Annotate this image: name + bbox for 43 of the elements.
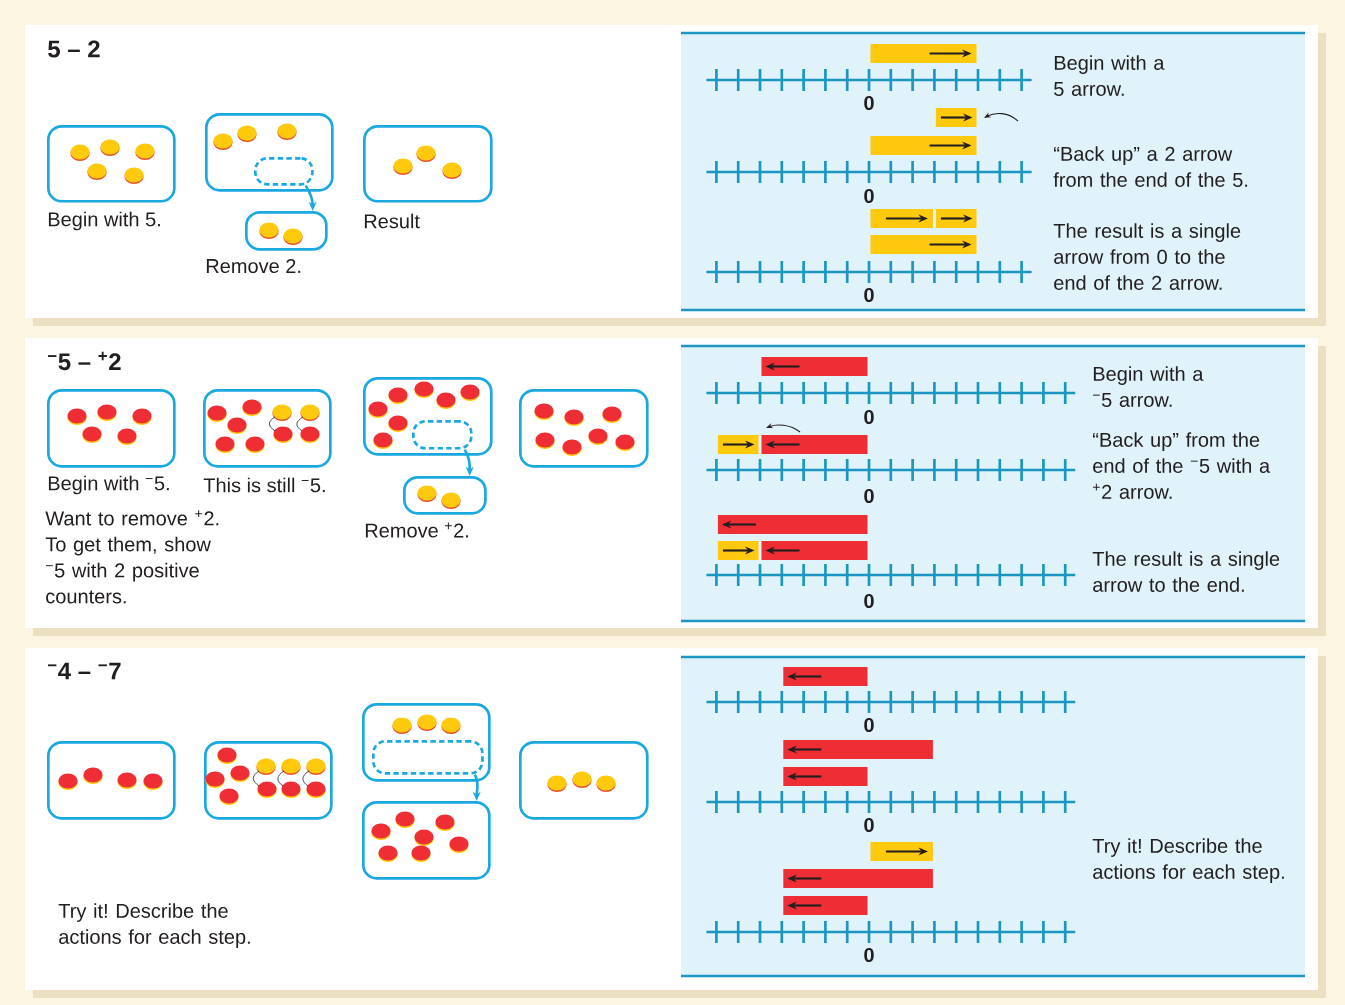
caption-text: This is still $^{−}$5. [203, 477, 325, 493]
dashed-outline [254, 157, 314, 186]
caption-text: Begin with $^{−}$5. [48, 475, 169, 495]
counter-box [245, 211, 328, 251]
caption-text: Result [364, 213, 420, 229]
counter-box [519, 389, 649, 468]
counter-box [205, 113, 334, 192]
instruction-text: Begin with a $^{−}$5 arrow. [1092, 366, 1204, 407]
counter-box [403, 476, 487, 515]
caption-text: Remove $^{+}$2. [365, 522, 468, 538]
tick-label: 0 [864, 717, 874, 733]
counter-box [47, 741, 176, 820]
instruction-text: “Back up” from the end of the $^{−}$5 with a $^{+}$2 arrow. [1092, 432, 1271, 499]
caption-text: Remove 2. [206, 258, 301, 274]
tick-label: 0 [864, 95, 874, 111]
counter-box [363, 125, 493, 203]
instruction-text: Try it! Describe the actions for each step. [58, 903, 250, 948]
heading: $^{−}$4 – $^{−}$7 [47, 662, 121, 680]
instruction-text: Want to remove $^{+}$2. To get them, show $^{−}$5 with 2 positive counters. [45, 510, 219, 604]
counter-box [363, 377, 493, 456]
instruction-text: Try it! Describe the actions for each step. [1092, 838, 1284, 883]
dashed-outline [412, 420, 473, 450]
instruction-text: The result is a single arrow to the end. [1092, 551, 1280, 592]
tick-label: 0 [864, 287, 874, 303]
instruction-text: “Back up” a 2 arrow from the end of the 5. [1053, 146, 1248, 187]
counter-box [362, 703, 491, 782]
dashed-outline [372, 740, 484, 775]
tick-label: 0 [864, 947, 874, 963]
counter-box [47, 389, 176, 468]
tick-label: 0 [864, 409, 874, 425]
counter-box [519, 741, 649, 820]
tick-label: 0 [864, 593, 874, 609]
tick-label: 0 [864, 188, 874, 204]
tick-label: 0 [864, 817, 874, 833]
instruction-text: The result is a single arrow from 0 to the end of the 2 arrow. [1053, 223, 1241, 290]
tick-label: 0 [864, 488, 874, 504]
caption-text: Begin with 5. [48, 211, 160, 231]
instruction-text: Begin with a 5 arrow. [1054, 55, 1165, 96]
counter-box [47, 125, 176, 203]
counter-box [204, 741, 333, 820]
heading: 5 – 2 [48, 40, 100, 58]
counter-box [203, 389, 332, 468]
counter-box [362, 801, 491, 880]
